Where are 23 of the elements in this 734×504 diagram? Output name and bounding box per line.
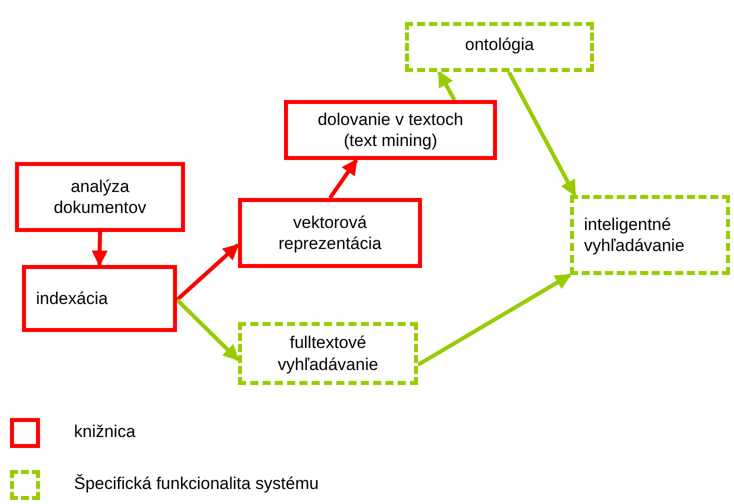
- arrow: [92, 232, 108, 267]
- arrow: [328, 158, 358, 200]
- arrow: [507, 71, 577, 196]
- arrow: [176, 298, 240, 362]
- node-label: vektorová reprezentácia: [277, 212, 382, 254]
- node-label: analýza dokumentov: [52, 176, 148, 218]
- dashed-process-box: [238, 322, 418, 385]
- arrow: [416, 273, 572, 367]
- node-label: ontológia: [464, 34, 534, 56]
- node-label: inteligentné vyhľadávanie: [584, 214, 686, 256]
- dashed-process-box: [570, 195, 730, 275]
- node-label: dolovanie v textoch (text mining): [316, 108, 464, 152]
- arrow: [176, 243, 240, 302]
- node-label: fulltextové vyhľadávanie: [276, 332, 380, 375]
- process-box: [238, 198, 422, 268]
- legend-label: knižnica: [74, 422, 136, 442]
- dashed-process-box: [405, 22, 594, 72]
- process-box: [22, 265, 177, 332]
- arrow: [437, 70, 456, 101]
- legend-label: Špecifická funkcionalita systému: [74, 474, 319, 494]
- process-box: [284, 100, 497, 160]
- node-label: indexácia: [36, 288, 108, 310]
- process-box: [15, 162, 185, 232]
